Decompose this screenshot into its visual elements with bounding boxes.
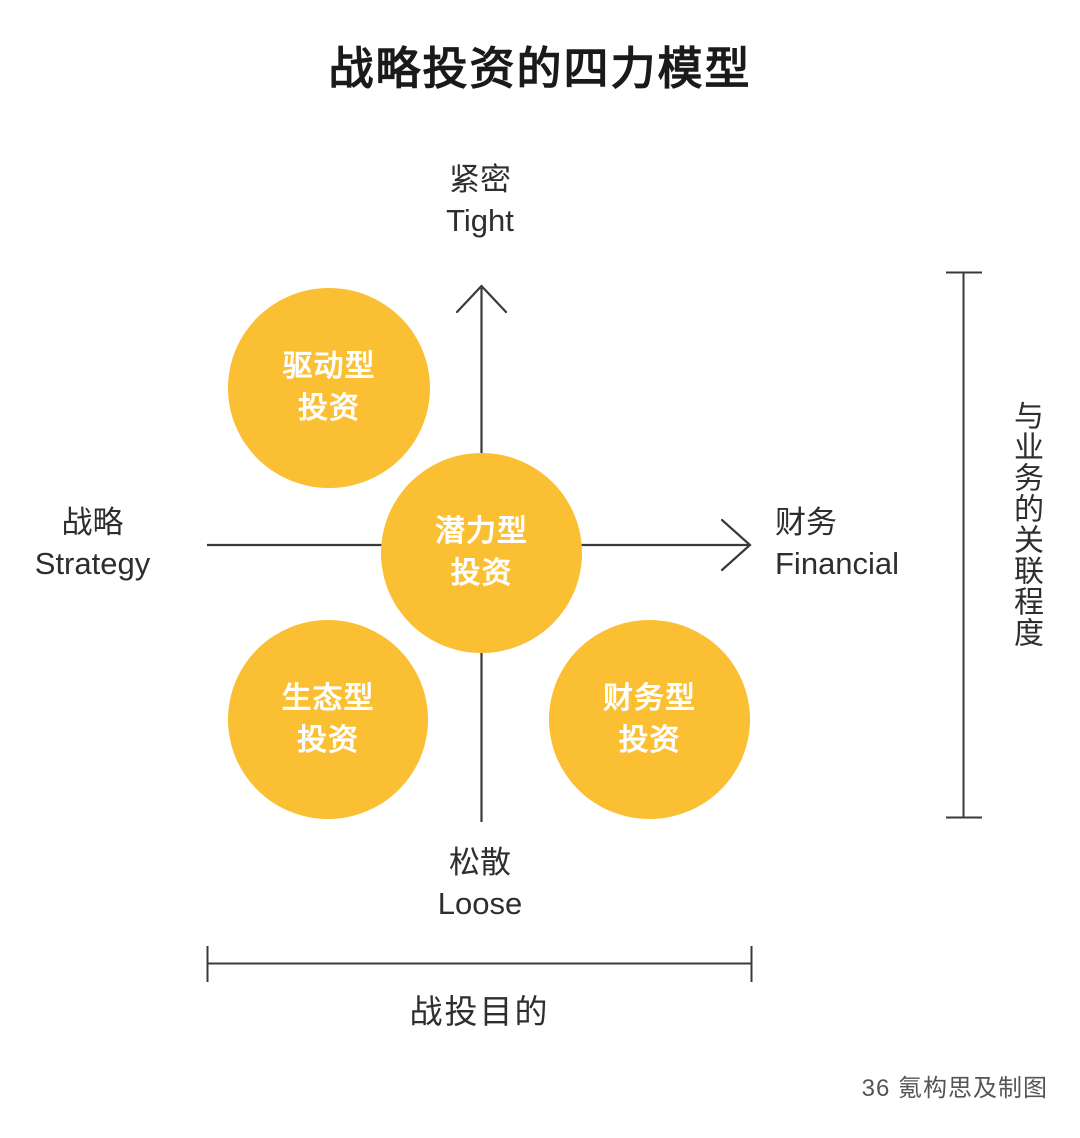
y-axis-arrowhead <box>455 284 508 314</box>
x-axis-arrowhead <box>720 518 752 572</box>
bubble-financial-line2: 投资 <box>618 723 681 757</box>
right-bracket-label: 与业务的关联程度 <box>1009 400 1042 648</box>
axis-label-right-en: Financial <box>775 545 900 581</box>
axis-label-left: 战略 Strategy <box>0 503 185 585</box>
axis-label-left-en: Strategy <box>34 545 151 581</box>
bubble-ecological-line1: 生态型 <box>281 681 375 715</box>
bubble-potential-line1: 潜力型 <box>435 515 528 549</box>
axis-label-bottom: 松散 Loose <box>0 843 960 925</box>
page-title: 战略投资的四力模型 <box>328 43 752 94</box>
axis-label-left-cn: 战略 <box>61 505 124 540</box>
bubble-ecological-line2: 投资 <box>297 723 359 757</box>
axis-label-top: 紧密 Tight <box>0 160 960 242</box>
axis-label-bottom-cn: 松散 <box>449 845 511 880</box>
bubble-financial-investment[interactable]: 财务型 投资 <box>549 620 750 819</box>
bottom-bracket-label: 战投目的 <box>409 993 550 1030</box>
bubble-driven-investment[interactable]: 驱动型 投资 <box>228 288 430 488</box>
axis-label-top-cn: 紧密 <box>449 162 511 197</box>
axis-label-right-cn: 财务 <box>775 505 837 540</box>
bubble-financial-line1: 财务型 <box>603 681 696 715</box>
bubble-potential-investment[interactable]: 潜力型 投资 <box>381 453 582 653</box>
bubble-potential-line2: 投资 <box>450 557 513 590</box>
footer-credit: 36 氪构思及制图 <box>861 1075 1048 1102</box>
bubble-driven-line1: 驱动型 <box>282 350 376 384</box>
bubble-driven-line2: 投资 <box>298 392 360 425</box>
axis-label-bottom-en: Loose <box>437 885 523 921</box>
bubble-ecological-investment[interactable]: 生态型 投资 <box>228 620 428 819</box>
axis-label-right: 财务 Financial <box>775 503 995 585</box>
axis-label-top-en: Tight <box>446 202 514 238</box>
